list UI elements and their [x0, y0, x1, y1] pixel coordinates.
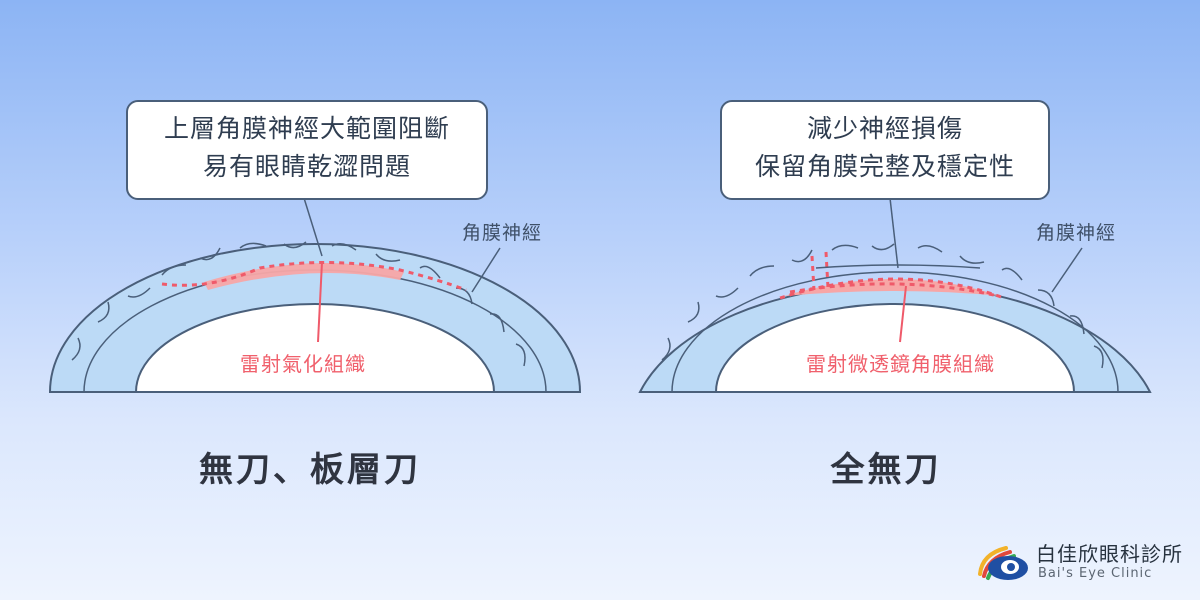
incision-dash [810, 251, 830, 291]
lenticule-tissue [784, 279, 1000, 296]
caption: 無刀、板層刀 [199, 450, 421, 490]
ablated-tissue [204, 263, 404, 290]
caption: 全無刀 [830, 450, 942, 490]
tissue-leader [317, 261, 323, 343]
tissue-leader [899, 285, 907, 343]
brand-name-cn: 白佳欣眼科診所 [1036, 542, 1183, 566]
nerve-label: 角膜神經 [1036, 222, 1117, 244]
nerve-layer-line [671, 271, 1119, 393]
callout-box: 減少神經損傷 保留角膜完整及穩定性 [720, 100, 1050, 200]
callout-line-1: 上層角膜神經大範圍阻斷 [163, 114, 450, 143]
callout-line-2: 保留角膜完整及穩定性 [754, 152, 1015, 181]
tissue-label: 雷射氣化組織 [240, 352, 366, 376]
nerve-leader [1051, 247, 1083, 293]
tissue-label: 雷射微透鏡角膜組織 [806, 352, 995, 376]
lenticule-dash [779, 277, 1005, 300]
nerve-branches [661, 243, 1104, 369]
brand-name-en: Bai's Eye Clinic [1038, 566, 1153, 581]
callout-line-1: 減少神經損傷 [806, 114, 963, 143]
cornea-inner [714, 303, 1076, 393]
ablation-dash [161, 261, 467, 292]
callout-line-2: 易有眼睛乾澀問題 [202, 152, 411, 181]
callout-leader [889, 197, 899, 269]
nerve-leader [471, 247, 501, 293]
callout-box: 上層角膜神經大範圍阻斷 易有眼睛乾澀問題 [126, 100, 488, 200]
panel-left: 上層角膜神經大範圍阻斷 易有眼睛乾澀問題 角膜神經 雷射氣化組織 無刀、板層刀 [48, 100, 582, 490]
clinic-logo-icon [978, 546, 1028, 580]
nerve-label: 角膜神經 [462, 222, 543, 244]
callout-leader [303, 197, 323, 257]
brand: 白佳欣眼科診所 Bai's Eye Clinic [976, 536, 1182, 588]
cornea-diagram-left [48, 197, 582, 393]
cornea-diagram-right [638, 197, 1152, 393]
panel-right: 減少神經損傷 保留角膜完整及穩定性 角膜神經 雷射微透鏡角膜組織 全無刀 [600, 0, 1200, 600]
cap-line [815, 264, 981, 269]
